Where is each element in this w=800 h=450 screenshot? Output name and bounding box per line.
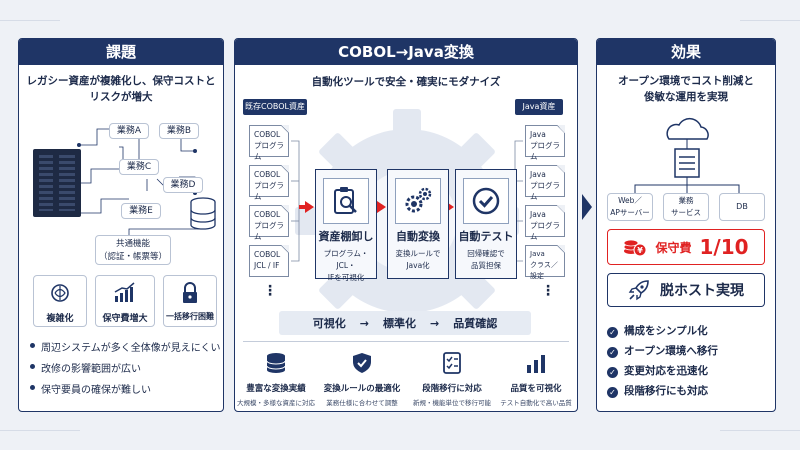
flow-arrow-head — [377, 201, 386, 213]
process-flow-bar: 可視化 → 標準化 → 品質確認 — [279, 311, 531, 335]
source-assets-tag: 既存COBOL資産 — [243, 99, 307, 115]
arch-node-service: 業務 サービス — [663, 193, 709, 221]
host-removal-box: 脱ホスト実現 — [607, 273, 765, 307]
cost-label: 保守費 — [655, 240, 692, 255]
legacy-node: 業務D — [163, 177, 203, 193]
issues-panel: 課題 レガシー資産が複雑化し、保守コストと リスクが増大 業務A 業務B 業務C… — [18, 38, 224, 412]
rising-chart-icon — [114, 282, 135, 302]
database-icon — [190, 197, 216, 230]
issues-subtitle: レガシー資産が複雑化し、保守コストと リスクが増大 — [26, 75, 216, 103]
shared-functions-box: 共通機能 （認証・帳票等） — [95, 235, 171, 265]
issues-bullet-list: 周辺システムが多く全体像が見えにくい 改修の影響範囲が広い 保守要員の確保が難し… — [29, 339, 221, 402]
transition-arrow-icon — [582, 194, 592, 220]
target-assets-tag: Java資産 — [515, 99, 563, 115]
background-line — [720, 430, 800, 431]
cost-value: 1/10 — [699, 235, 749, 259]
server-rack-icon — [33, 149, 81, 217]
brain-icon — [51, 284, 69, 302]
clipboard-search-icon — [334, 187, 357, 214]
legacy-node: 業務A — [109, 123, 149, 139]
feature-rule-optimization: 変換ルールの最適化 業務仕様に合わせて調整 — [316, 352, 408, 407]
issue-bullet: 改修の影響範囲が広い — [29, 360, 221, 375]
effect-check-item: ✓オープン環境へ移行 — [607, 343, 718, 358]
features-divider — [243, 341, 569, 342]
checklist-icon — [443, 352, 461, 374]
gears-icon — [405, 187, 432, 213]
cost-reduction-box: ¥ 保守費 1/10 — [607, 229, 765, 265]
legacy-node: 業務B — [159, 123, 199, 139]
lock-icon — [183, 282, 197, 303]
feature-phased-migration: 段階移行に対応 新規・機能単位で移行可能 — [406, 352, 498, 407]
step-test-card: 自動テスト 回帰確認で 品質担保 — [455, 169, 517, 279]
issue-bullet: 保守要員の確保が難しい — [29, 381, 221, 396]
flow-arrow-head — [305, 201, 314, 213]
target-ellipsis: ⋮ — [541, 283, 555, 299]
issue-card-complexity: 複雑化 — [33, 275, 87, 327]
shield-icon — [353, 353, 371, 373]
bar-chart-icon — [527, 355, 545, 373]
rocket-icon — [628, 280, 649, 301]
issues-title: 課題 — [19, 39, 223, 65]
conversion-panel: COBOL→Java変換 自動化ツールで安全・確実にモダナイズ 既存COBOL資… — [234, 38, 578, 412]
check-icon: ✓ — [607, 367, 618, 378]
check-icon: ✓ — [607, 387, 618, 398]
feature-conversion-record: 豊富な変換実績 大規模・多様な資産に対応 — [230, 352, 322, 407]
legacy-node: 業務E — [121, 203, 161, 219]
step-convert-card: 自動変換 変換ルールで Java化 — [387, 169, 449, 279]
source-ellipsis: ⋮ — [263, 283, 277, 299]
database-icon — [266, 353, 286, 373]
check-icon: ✓ — [607, 347, 618, 358]
issue-card-migration: 一括移行困難 — [163, 275, 217, 327]
effects-panel: 効果 オープン環境でコスト削減と 俊敏な運用を実現 Web／ APサーバー 業務… — [596, 38, 776, 412]
effect-check-item: ✓段階移行にも対応 — [607, 383, 708, 398]
effects-subtitle: オープン環境でコスト削減と 俊敏な運用を実現 — [618, 75, 754, 103]
host-removal-label: 脱ホスト実現 — [660, 283, 744, 299]
legacy-node: 業務C — [119, 159, 159, 175]
step-inventory-card: 資産棚卸し プログラム・JCL・ IFを可視化 — [315, 169, 377, 282]
flow-arrow-head — [445, 201, 454, 213]
feature-quality-visualization: 品質を可視化 テスト自動化で高い品質 — [490, 352, 582, 407]
cloud-architecture-diagram — [634, 117, 740, 193]
check-icon: ✓ — [607, 327, 618, 338]
background-line — [0, 430, 80, 431]
conversion-subtitle: 自動化ツールで安全・確実にモダナイズ — [311, 76, 501, 88]
effect-check-item: ✓構成をシンプル化 — [607, 323, 708, 338]
conversion-title: COBOL→Java変換 — [235, 39, 577, 65]
effect-check-item: ✓変更対応を迅速化 — [607, 363, 708, 378]
arch-node-web: Web／ APサーバー — [607, 193, 653, 221]
check-circle-icon — [472, 187, 500, 215]
background-line — [740, 20, 800, 21]
yen-coins-icon: ¥ — [624, 239, 647, 257]
svg-text:¥: ¥ — [638, 246, 644, 255]
effects-title: 効果 — [597, 39, 775, 65]
issue-bullet: 周辺システムが多く全体像が見えにくい — [29, 339, 221, 354]
issue-card-cost: 保守費増大 — [95, 275, 155, 327]
background-line — [0, 20, 60, 21]
flow-arrow — [299, 205, 307, 209]
arch-node-db: DB — [719, 193, 765, 221]
